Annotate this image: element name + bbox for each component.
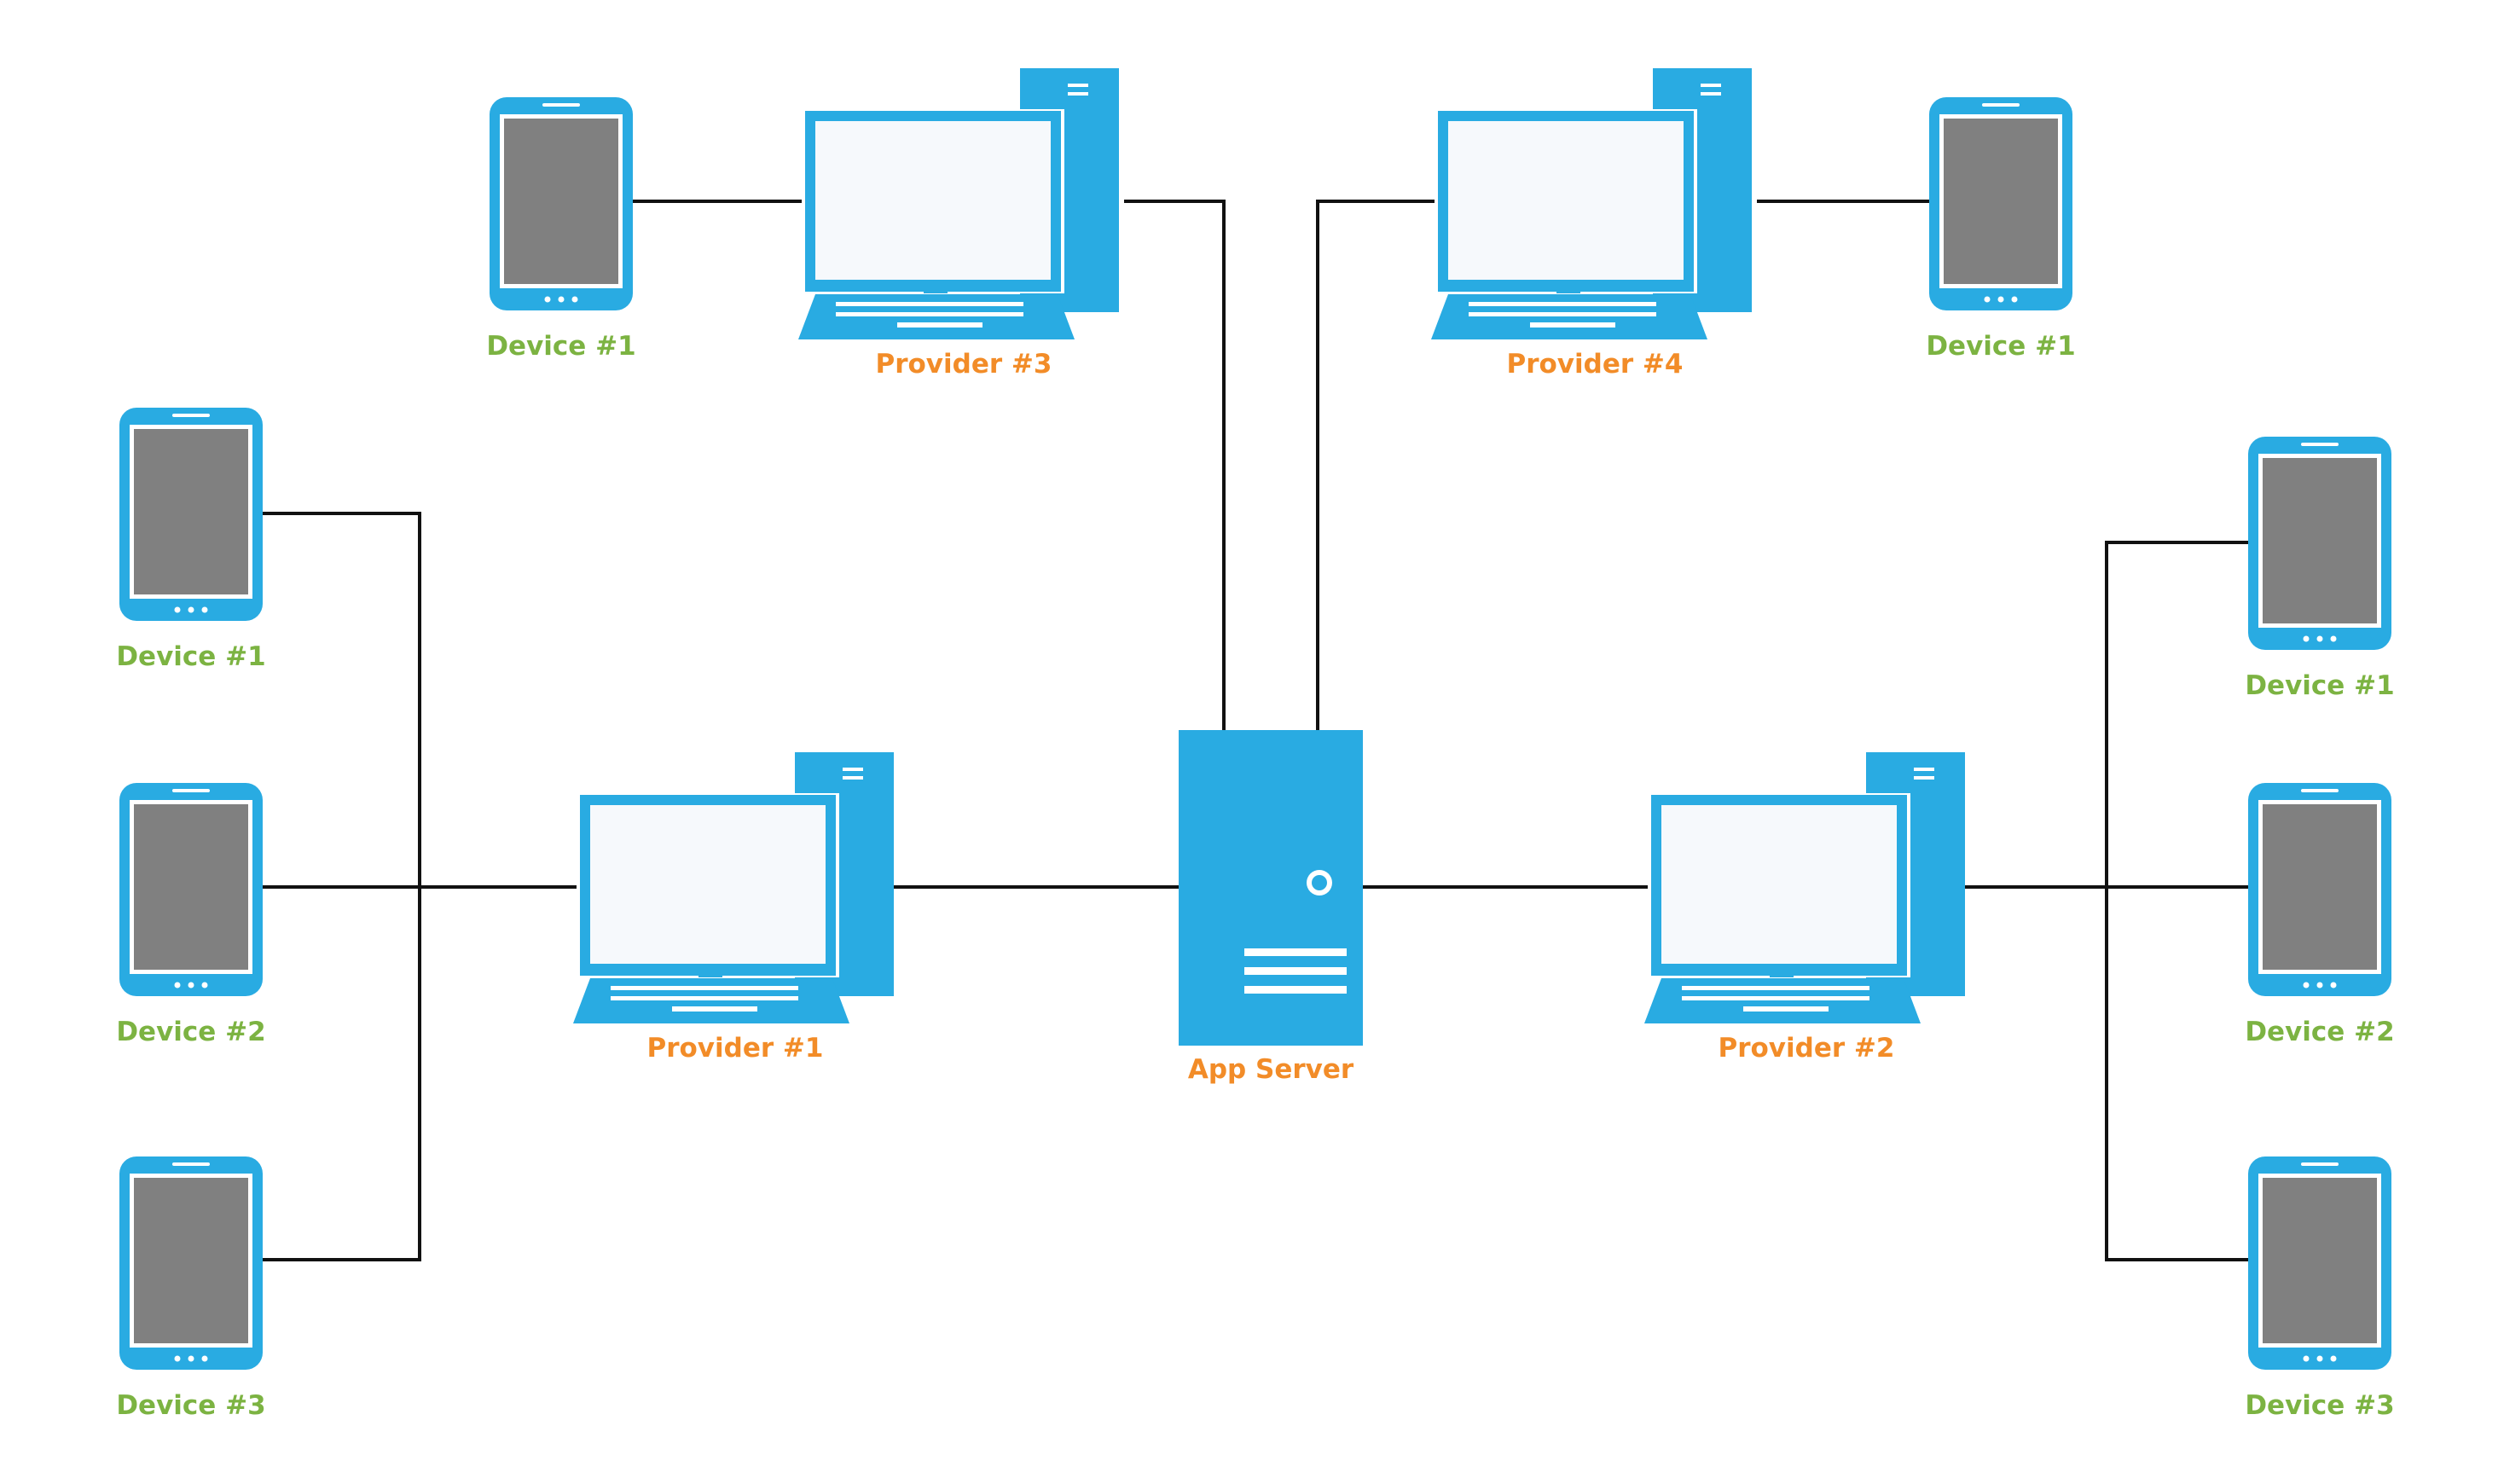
- connector-line: [1316, 200, 1441, 732]
- smartphone-icon: [1929, 97, 2072, 310]
- device-node-p1-d3[interactable]: Device #3: [116, 1156, 266, 1421]
- smartphone-icon: [2248, 1156, 2391, 1370]
- device-node-p2-d1[interactable]: Device #1: [2245, 437, 2395, 701]
- provider-node-p1[interactable]: Provider #1: [573, 752, 894, 1064]
- provider-label: Provider #3: [876, 349, 1052, 380]
- provider-node-p2[interactable]: Provider #2: [1644, 752, 1965, 1064]
- smartphone-icon: [119, 1156, 263, 1370]
- device-label: Device #3: [2245, 1390, 2394, 1421]
- device-node-p3-d1[interactable]: Device #1: [486, 97, 636, 362]
- device-label: Device #1: [1926, 331, 2075, 362]
- connector-line: [1124, 200, 1226, 732]
- smartphone-icon: [119, 408, 263, 621]
- device-label: Device #2: [116, 1017, 265, 1047]
- device-node-p2-d3[interactable]: Device #3: [2245, 1156, 2395, 1421]
- device-label: Device #1: [2245, 670, 2394, 701]
- server-tower-icon: [1179, 730, 1363, 1046]
- device-node-p4-d1[interactable]: Device #1: [1926, 97, 2076, 362]
- device-label: Device #1: [116, 641, 265, 672]
- app-server-label: App Server: [1188, 1054, 1354, 1085]
- smartphone-icon: [2248, 437, 2391, 650]
- desktop-computer-icon: [1644, 752, 1965, 1023]
- provider-label: Provider #1: [647, 1033, 824, 1064]
- device-node-p1-d1[interactable]: Device #1: [116, 408, 266, 672]
- desktop-computer-icon: [798, 68, 1119, 339]
- device-label: Device #3: [116, 1390, 265, 1421]
- smartphone-icon: [490, 97, 633, 310]
- desktop-computer-icon: [573, 752, 894, 1023]
- device-node-p1-d2[interactable]: Device #2: [116, 783, 266, 1047]
- provider-label: Provider #4: [1507, 349, 1684, 380]
- app-server-node[interactable]: App Server: [1179, 730, 1363, 1085]
- device-node-p2-d2[interactable]: Device #2: [2245, 783, 2395, 1047]
- connection-lines: [258, 200, 2252, 1261]
- provider-node-p3[interactable]: Provider #3: [798, 68, 1119, 380]
- device-label: Device #1: [486, 331, 635, 362]
- desktop-computer-icon: [1431, 68, 1752, 339]
- smartphone-icon: [119, 783, 263, 996]
- smartphone-icon: [2248, 783, 2391, 996]
- provider-label: Provider #2: [1719, 1033, 1895, 1064]
- connector-line: [2105, 541, 2252, 1261]
- provider-node-p4[interactable]: Provider #4: [1431, 68, 1752, 380]
- device-label: Device #2: [2245, 1017, 2394, 1047]
